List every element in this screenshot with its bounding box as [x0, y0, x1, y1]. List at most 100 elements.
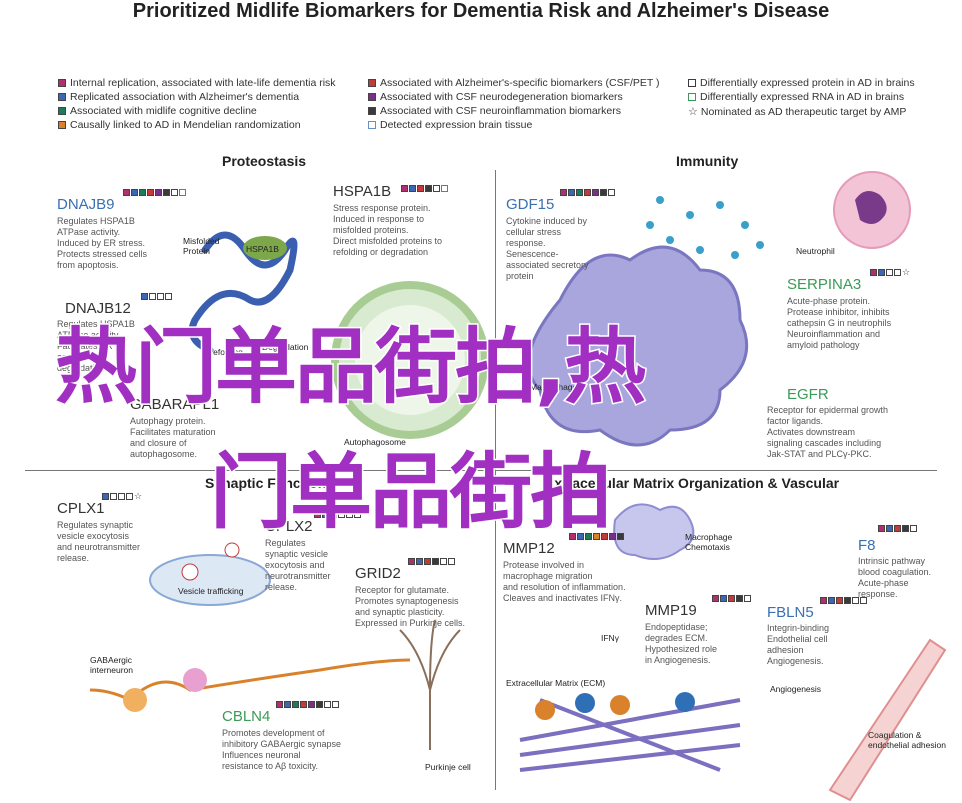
desc-line: Regulates HSPA1B	[57, 319, 135, 329]
legend-label: Associated with CSF neurodegeneration bi…	[380, 91, 623, 103]
desc-line: and closure of	[130, 438, 187, 448]
vesicle-trafficking-shape	[149, 554, 271, 606]
gene-cbln4: CBLN4	[222, 708, 271, 725]
evidence-badges	[712, 595, 751, 602]
desc-line: Regulates synaptic	[57, 520, 134, 530]
desc-line: synaptic vesicle	[265, 549, 329, 559]
gene-description: Endopeptidase;degrades ECM.Hypothesized …	[645, 622, 717, 666]
legend-swatch	[368, 79, 376, 87]
desc-line: factor ligands.	[767, 416, 824, 426]
legend-label: Differentially expressed RNA in AD in br…	[700, 91, 905, 103]
desc-line: Stress response protein.	[333, 203, 431, 213]
desc-line: Induced in response to	[333, 214, 425, 224]
desc-line: Autophagy protein.	[130, 416, 206, 426]
evidence-badges	[401, 185, 448, 192]
legend-label: Associated with midlife cognitive declin…	[70, 105, 257, 117]
gene-description: Autophagy protein.Facilitates maturation…	[130, 416, 216, 460]
desc-line: protein	[506, 271, 534, 281]
desc-line: ATPase activity	[57, 330, 119, 340]
desc-line: inhibitory GABAergic synapse	[222, 739, 342, 749]
section-title-synaptic: Synaptic Function	[205, 475, 327, 491]
gene-f8: F8	[858, 537, 876, 554]
desc-line: Direct misfolded proteins to	[333, 236, 443, 246]
star-icon: ☆	[902, 267, 911, 277]
evidence-badges: ☆	[870, 267, 911, 277]
legend-label: Associated with CSF neuroinflammation bi…	[380, 105, 622, 117]
desc-line: in Angiogenesis.	[645, 655, 711, 665]
desc-line: Regulates HSPA1B	[57, 216, 135, 226]
hspa1b-chaperone-shape	[243, 236, 287, 260]
evidence-badges	[878, 525, 917, 532]
legend-swatch	[368, 121, 376, 129]
gene-gdf15: GDF15	[506, 196, 555, 213]
label-degradation: Degradation	[262, 342, 309, 352]
desc-line: Receptor for glutamate.	[355, 585, 450, 595]
section-title-ecm: Extracellular Matrix Organization & Vasc…	[545, 475, 840, 491]
evidence-badges	[123, 189, 186, 196]
gene-fbln5: FBLN5	[767, 604, 814, 621]
gene-hspa1b: HSPA1B	[333, 183, 392, 200]
legend-item: Internal replication, associated with la…	[58, 77, 336, 89]
legend-swatch	[368, 107, 376, 115]
desc-line: Acute-phase protein.	[787, 296, 871, 306]
label-macrophage: Macrophage	[530, 382, 578, 392]
desc-line: Protease inhibitor, inhibits	[787, 307, 890, 317]
legend-label: Differentially expressed protein in AD i…	[700, 77, 915, 89]
legend-swatch	[58, 93, 66, 101]
legend-item: Associated with CSF neuroinflammation bi…	[368, 105, 621, 117]
legend-swatch	[58, 79, 66, 87]
star-icon: ☆	[134, 491, 143, 501]
desc-line: and synaptic plasticity.	[355, 607, 445, 617]
evidence-badges	[276, 701, 339, 708]
macrophage-chemotaxis-shape	[613, 503, 695, 560]
section-title-immunity: Immunity	[676, 153, 739, 169]
macrophage-shape	[527, 245, 749, 447]
evidence-badges	[141, 293, 172, 300]
label-neutrophil: Neutrophil	[796, 246, 835, 256]
watermark-line-1: 热门单品街拍,热	[53, 319, 647, 417]
vertical-divider	[495, 170, 496, 790]
legend-item: Associated with CSF neurodegeneration bi…	[368, 91, 623, 103]
desc-line: autophagosome.	[130, 449, 198, 459]
legend-label: Nominated as AD therapeutic target by AM…	[700, 105, 907, 118]
label-autophagosome: Autophagosome	[344, 437, 406, 447]
desc-line: refolding or degradation	[333, 247, 429, 257]
desc-line: associated secretory	[506, 260, 589, 270]
evidence-badges	[408, 558, 455, 565]
desc-line: and resolution of inflammation.	[503, 582, 626, 592]
desc-line: signaling cascades including	[767, 438, 882, 448]
label-gabaergic: GABAergic interneuron	[90, 655, 134, 675]
label-coagulation: Coagulation & endothelial adhesion	[868, 730, 946, 750]
desc-line: Endothelial cell	[767, 634, 828, 644]
desc-line: Protects stressed cells	[57, 249, 148, 259]
gene-mmp12: MMP12	[503, 540, 555, 557]
desc-line: Senescence-	[506, 249, 559, 259]
gene-gabarapl1: GABARAPL1	[130, 396, 220, 413]
legend-swatch	[58, 121, 66, 129]
legend-item: Causally linked to AD in Mendelian rando…	[58, 119, 301, 131]
horizontal-divider	[25, 470, 937, 471]
label-ecm: Extracellular Matrix (ECM)	[506, 678, 606, 688]
legend-item: Associated with midlife cognitive declin…	[58, 105, 257, 117]
desc-line: Integrin-binding	[767, 623, 830, 633]
desc-line: Activates downstream	[767, 427, 856, 437]
legend-item: Detected expression brain tissue	[368, 119, 532, 131]
desc-line: Endopeptidase;	[645, 622, 708, 632]
evidence-badges	[820, 597, 867, 604]
evidence-badges	[560, 189, 615, 196]
desc-line: Acute-phase	[858, 578, 909, 588]
gene-dnajb9: DNAJB9	[57, 196, 115, 213]
desc-line: Protease involved in	[503, 560, 585, 570]
desc-line: Hypothesized role	[645, 644, 718, 654]
evidence-badges	[569, 533, 624, 540]
gene-egfr: EGFR	[787, 386, 829, 403]
desc-line: Regulates	[265, 538, 306, 548]
desc-line: adhesion	[767, 645, 804, 655]
